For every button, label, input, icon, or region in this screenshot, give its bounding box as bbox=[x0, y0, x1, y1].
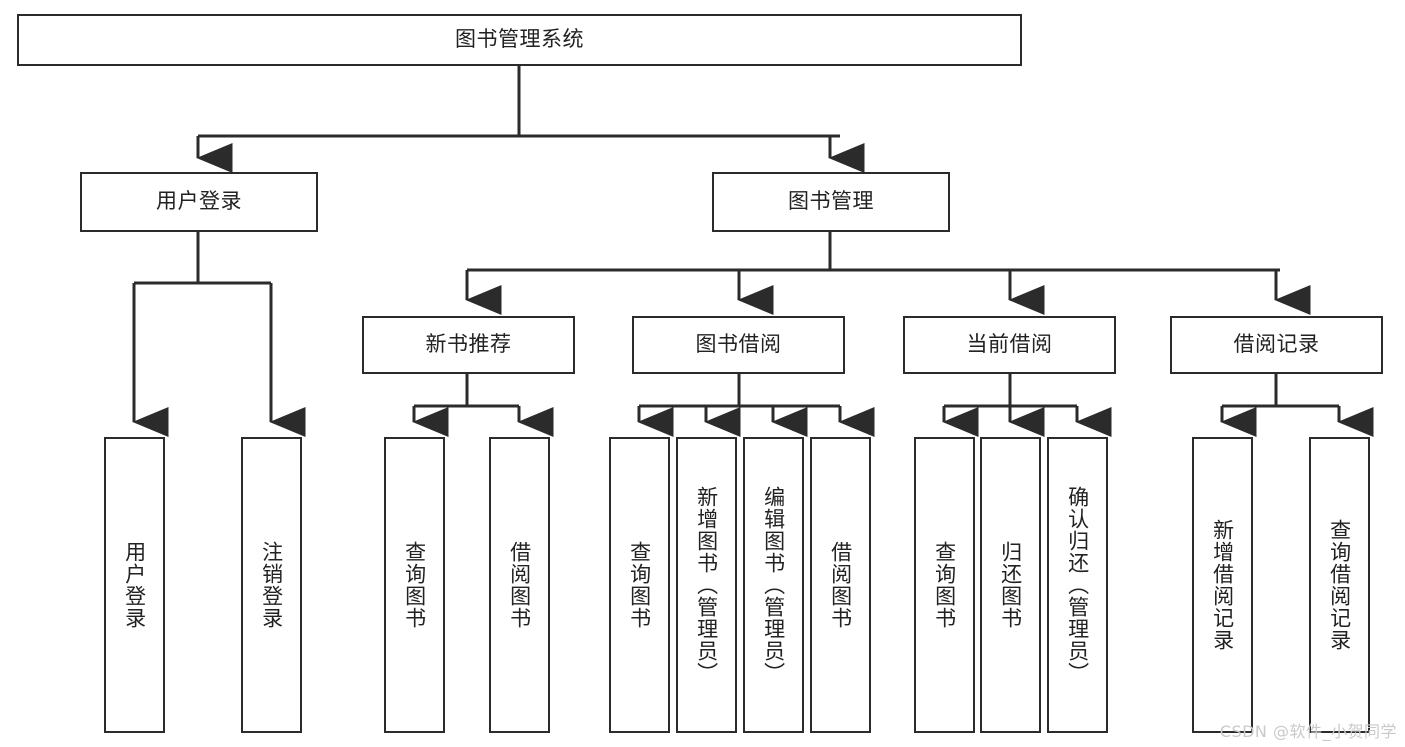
node-book-manage[interactable]: 图书管理 bbox=[712, 172, 950, 232]
node-book-manage-label: 图书管理 bbox=[788, 189, 874, 214]
leaf-borrow-record-2[interactable]: 查询借阅记录 bbox=[1309, 437, 1370, 733]
leaf-current-borrow-1-label: 查询图书 bbox=[932, 541, 957, 629]
node-user-login-label: 用户登录 bbox=[156, 189, 242, 214]
leaf-borrow-record-1[interactable]: 新增借阅记录 bbox=[1192, 437, 1253, 733]
node-book-borrow-label: 图书借阅 bbox=[695, 332, 782, 357]
leaf-borrow-record-1-label: 新增借阅记录 bbox=[1210, 519, 1235, 651]
leaf-current-borrow-3[interactable]: 确认归还（管理员） bbox=[1047, 437, 1108, 733]
leaf-current-borrow-2[interactable]: 归还图书 bbox=[980, 437, 1041, 733]
node-root-label: 图书管理系统 bbox=[455, 27, 584, 52]
node-root[interactable]: 图书管理系统 bbox=[17, 14, 1022, 66]
leaf-user-login-2-label: 注销登录 bbox=[259, 541, 284, 629]
leaf-book-borrow-4[interactable]: 借阅图书 bbox=[810, 437, 871, 733]
leaf-borrow-record-2-label: 查询借阅记录 bbox=[1327, 519, 1352, 651]
leaf-current-borrow-2-label: 归还图书 bbox=[998, 541, 1023, 629]
leaf-new-book-1-label: 查询图书 bbox=[402, 541, 427, 629]
leaf-book-borrow-3-label: 编辑图书（管理员） bbox=[761, 486, 786, 684]
leaf-book-borrow-3[interactable]: 编辑图书（管理员） bbox=[743, 437, 804, 733]
leaf-user-login-1-label: 用户登录 bbox=[122, 541, 147, 629]
leaf-current-borrow-1[interactable]: 查询图书 bbox=[914, 437, 975, 733]
leaf-new-book-2[interactable]: 借阅图书 bbox=[489, 437, 550, 733]
leaf-user-login-1[interactable]: 用户登录 bbox=[104, 437, 165, 733]
node-borrow-record-label: 借阅记录 bbox=[1233, 332, 1320, 357]
node-book-borrow[interactable]: 图书借阅 bbox=[632, 316, 845, 374]
node-current-borrow-label: 当前借阅 bbox=[966, 332, 1053, 357]
leaf-book-borrow-1-label: 查询图书 bbox=[627, 541, 652, 629]
node-user-login[interactable]: 用户登录 bbox=[80, 172, 318, 232]
leaf-new-book-2-label: 借阅图书 bbox=[507, 541, 532, 629]
csdn-watermark: CSDN @软件_小贺同学 bbox=[1219, 722, 1397, 741]
leaf-book-borrow-1[interactable]: 查询图书 bbox=[609, 437, 670, 733]
node-new-book-recommend-label: 新书推荐 bbox=[425, 332, 512, 357]
node-borrow-record[interactable]: 借阅记录 bbox=[1170, 316, 1383, 374]
leaf-user-login-2[interactable]: 注销登录 bbox=[241, 437, 302, 733]
leaf-book-borrow-2[interactable]: 新增图书（管理员） bbox=[676, 437, 737, 733]
leaf-book-borrow-2-label: 新增图书（管理员） bbox=[694, 486, 719, 684]
leaf-current-borrow-3-label: 确认归还（管理员） bbox=[1065, 486, 1090, 684]
node-current-borrow[interactable]: 当前借阅 bbox=[903, 316, 1116, 374]
leaf-new-book-1[interactable]: 查询图书 bbox=[384, 437, 445, 733]
node-new-book-recommend[interactable]: 新书推荐 bbox=[362, 316, 575, 374]
leaf-book-borrow-4-label: 借阅图书 bbox=[828, 541, 853, 629]
